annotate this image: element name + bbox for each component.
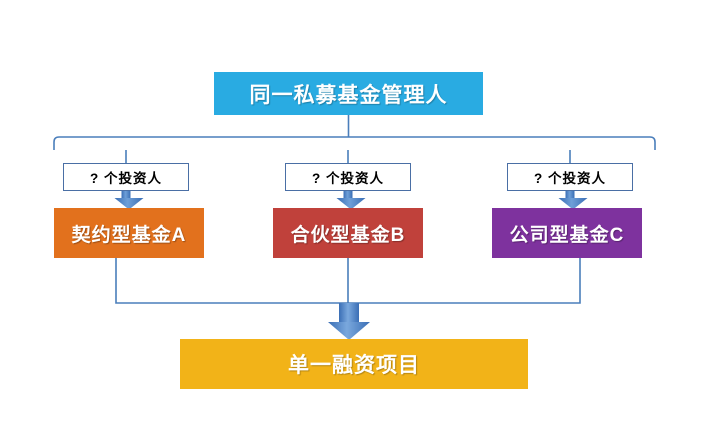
merge-to-project-arrow: [328, 303, 370, 340]
investor-to-fund-arrow-c: [558, 191, 588, 210]
fund-box-contractual-a[interactable]: 契约型基金A: [54, 208, 204, 258]
fund-box-partnership-b[interactable]: 合伙型基金B: [273, 208, 423, 258]
manager-box[interactable]: 同一私募基金管理人: [214, 72, 483, 115]
fund-box-corporate-c[interactable]: 公司型基金C: [492, 208, 642, 258]
manager-to-funds-bracket: [53, 136, 656, 150]
investor-count-label-a[interactable]: ? 个投资人: [63, 163, 189, 191]
funds-to-project-merge: [115, 258, 581, 304]
investor-to-fund-arrow-b: [336, 191, 366, 210]
investor-count-label-c[interactable]: ? 个投资人: [507, 163, 633, 191]
investor-count-label-b[interactable]: ? 个投资人: [285, 163, 411, 191]
investor-to-fund-arrow-a: [114, 191, 144, 210]
financing-project-box[interactable]: 单一融资项目: [180, 339, 528, 389]
